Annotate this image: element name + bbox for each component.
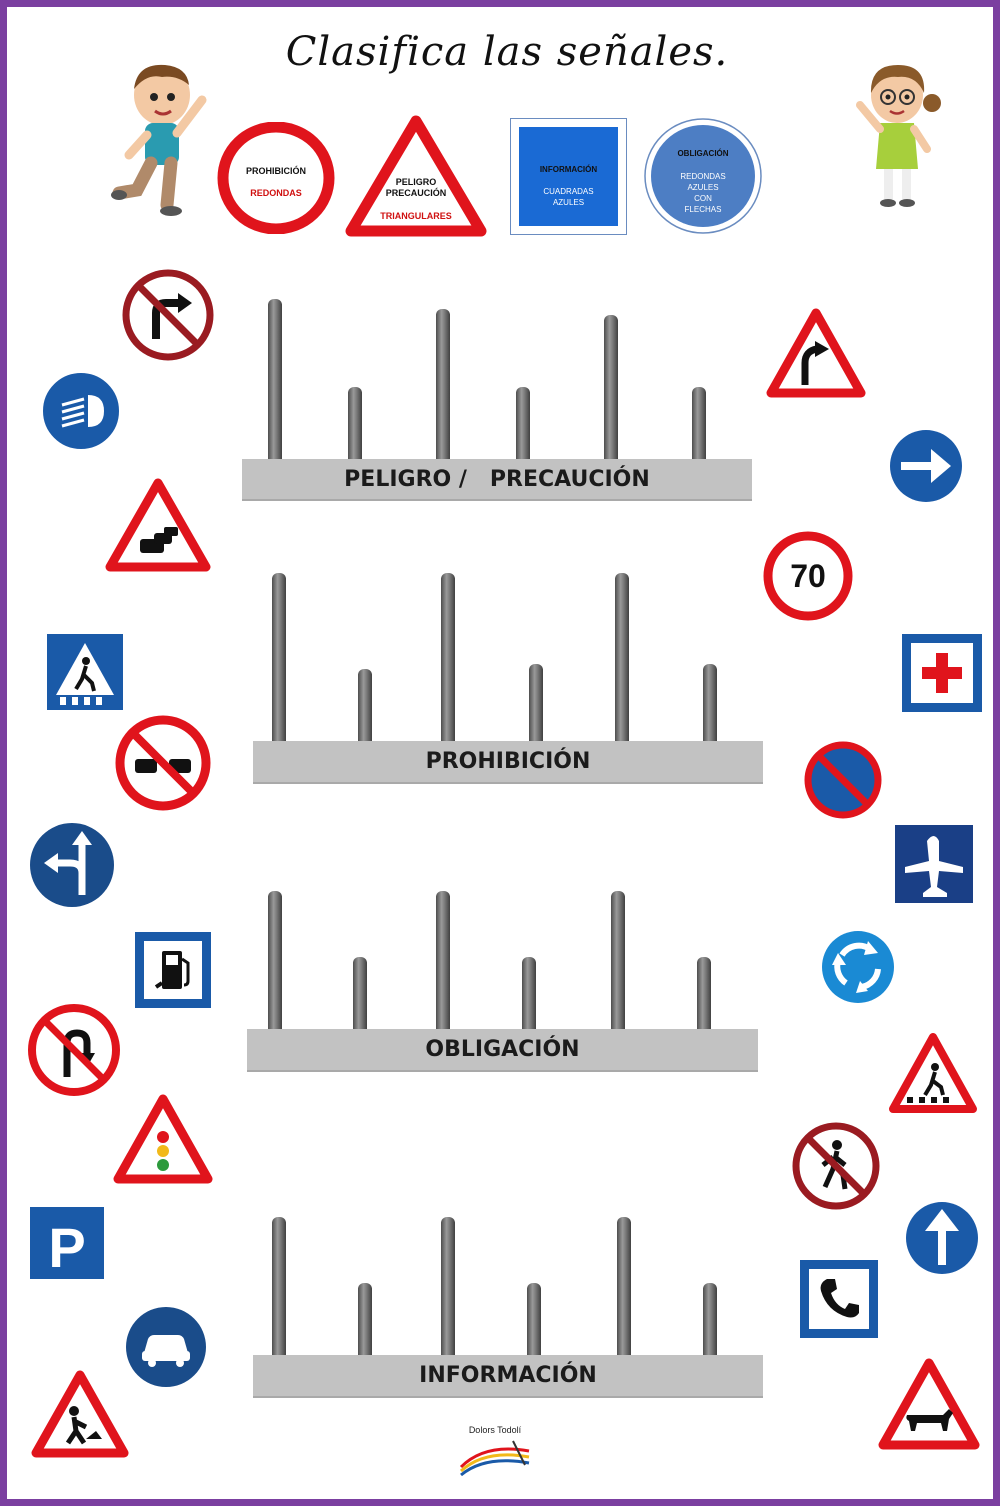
peg	[697, 957, 711, 1031]
sign-cars-only[interactable]	[120, 1301, 212, 1393]
peg	[611, 891, 625, 1031]
peg	[436, 891, 450, 1031]
sign-no-u-turn[interactable]	[27, 1003, 121, 1097]
author-logo	[459, 1440, 530, 1477]
legend-obligacion: OBLIGACIÓN REDONDAS AZULES CON FLECHAS	[643, 117, 763, 235]
sign-traffic-congestion[interactable]	[104, 477, 212, 573]
peg	[527, 1283, 541, 1357]
sign-straight-ahead[interactable]	[901, 1197, 983, 1279]
peg	[692, 387, 706, 459]
sign-parking[interactable]: P	[28, 1205, 106, 1281]
legend-peligro-shape: TRIANGULARES	[380, 211, 452, 221]
peg	[529, 664, 543, 741]
legend-peligro-label-2: PRECAUCIÓN	[385, 188, 447, 198]
legend-peligro: PELIGRO PRECAUCIÓN TRIANGULARES	[345, 115, 487, 237]
sign-pedestrian-crossing-info[interactable]	[46, 633, 124, 711]
sign-no-right-turn[interactable]	[122, 269, 214, 361]
sign-parking-letter: P	[48, 1216, 85, 1279]
legend-informacion-color: AZULES	[552, 198, 585, 207]
sign-roundabout[interactable]	[816, 925, 900, 1009]
peg	[617, 1217, 631, 1357]
sign-first-aid[interactable]	[901, 633, 983, 713]
legend-obligacion-shape: REDONDAS	[680, 172, 726, 181]
legend-informacion-shape: CUADRADAS	[543, 187, 594, 196]
board-prohibicion-label: PROHIBICIÓN	[253, 741, 763, 784]
sign-cattle-crossing[interactable]	[877, 1357, 981, 1451]
sign-no-overtaking[interactable]	[115, 715, 211, 811]
peg	[516, 387, 530, 459]
peg	[272, 573, 286, 741]
peg	[358, 669, 372, 741]
sign-roadworks[interactable]	[30, 1369, 130, 1459]
sign-traffic-light-ahead[interactable]	[112, 1093, 214, 1185]
sign-airport[interactable]	[893, 823, 975, 905]
girl-illustration	[852, 57, 947, 212]
sign-no-pedestrians[interactable]	[791, 1121, 881, 1211]
sign-speed-limit[interactable]: 70	[763, 531, 853, 621]
peg	[441, 573, 455, 741]
peg	[272, 1217, 286, 1357]
page-title: Clasifica las señales.	[285, 29, 729, 75]
peg	[703, 1283, 717, 1357]
legend-prohibicion-shape: REDONDAS	[250, 188, 302, 198]
peg	[348, 387, 362, 459]
sign-pedestrian-crossing-warning[interactable]	[887, 1031, 979, 1115]
legend-informacion: INFORMACIÓN CUADRADAS AZULES	[510, 118, 627, 235]
sign-fuel-station[interactable]	[134, 931, 212, 1009]
sign-turn-right-mandatory[interactable]	[885, 425, 967, 507]
peg	[268, 891, 282, 1031]
peg	[522, 957, 536, 1031]
peg	[604, 315, 618, 459]
legend-informacion-label: INFORMACIÓN	[539, 165, 598, 174]
legend-peligro-label: PELIGRO	[395, 177, 437, 187]
legend-prohibicion: PROHIBICIÓN REDONDAS	[217, 122, 335, 234]
sign-headlights[interactable]	[40, 369, 122, 453]
peg	[703, 664, 717, 741]
peg	[353, 957, 367, 1031]
legend-obligacion-con: CON	[694, 194, 712, 203]
author-credit: Dolors Todolí	[455, 1425, 535, 1479]
board-informacion-label: INFORMACIÓN	[253, 1355, 763, 1398]
sign-left-or-straight[interactable]	[24, 817, 120, 913]
peg	[615, 573, 629, 741]
author-credit-text: Dolors Todolí	[468, 1425, 522, 1435]
legend-obligacion-label: OBLIGACIÓN	[677, 149, 729, 158]
peg	[441, 1217, 455, 1357]
sign-right-curve[interactable]	[765, 307, 867, 399]
peg	[268, 299, 282, 459]
legend-obligacion-flechas: FLECHAS	[684, 205, 722, 214]
legend-obligacion-color: AZULES	[687, 183, 719, 192]
sign-speed-limit-value: 70	[790, 558, 826, 594]
board-obligacion-label: OBLIGACIÓN	[247, 1029, 758, 1072]
sign-telephone[interactable]	[799, 1259, 879, 1339]
peg	[358, 1283, 372, 1357]
sign-no-parking[interactable]	[803, 741, 883, 819]
legend-prohibicion-label: PROHIBICIÓN	[245, 166, 306, 176]
peg	[436, 309, 450, 459]
board-peligro-label: PELIGRO / PRECAUCIÓN	[242, 459, 752, 501]
boy-illustration	[107, 55, 212, 220]
